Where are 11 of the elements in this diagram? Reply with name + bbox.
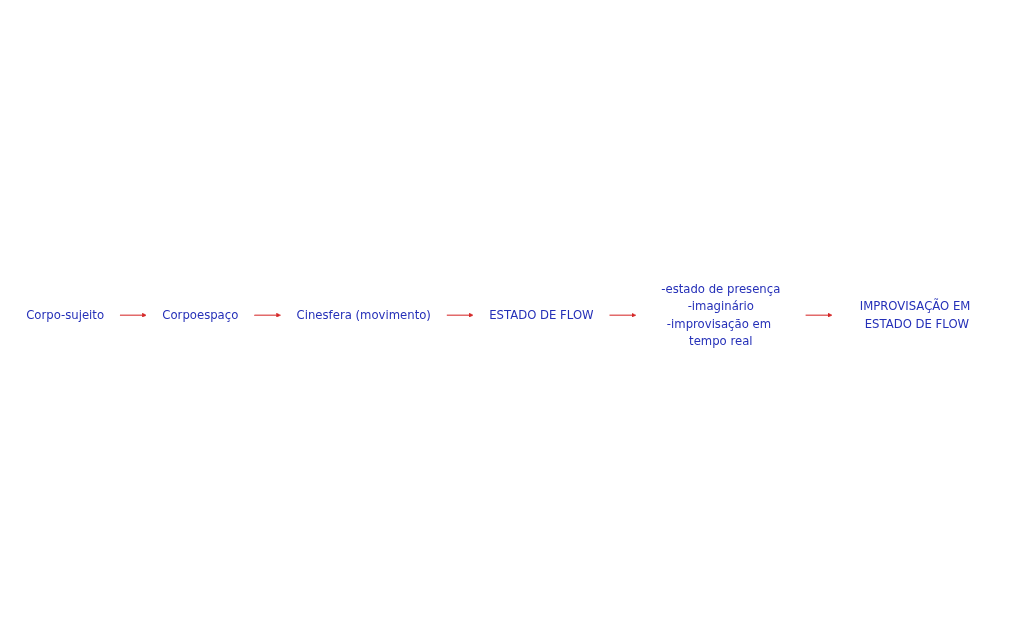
node-text: Cinesfera (movimento) [296, 308, 431, 323]
node-text: IMPROVISAÇÃO EM ESTADO DE FLOW [859, 300, 970, 331]
arrow [804, 313, 832, 318]
node-text: Corpoespaço [161, 308, 238, 323]
arrow [608, 313, 636, 318]
arrow [445, 313, 473, 318]
arrow [253, 313, 281, 318]
node-text: -estado de presença -imaginário -improvisação em tempo real [660, 282, 780, 349]
node-text: Corpo-sujeito [25, 308, 104, 323]
arrow [118, 313, 147, 318]
node-text: ESTADO DE FLOW [488, 308, 594, 323]
